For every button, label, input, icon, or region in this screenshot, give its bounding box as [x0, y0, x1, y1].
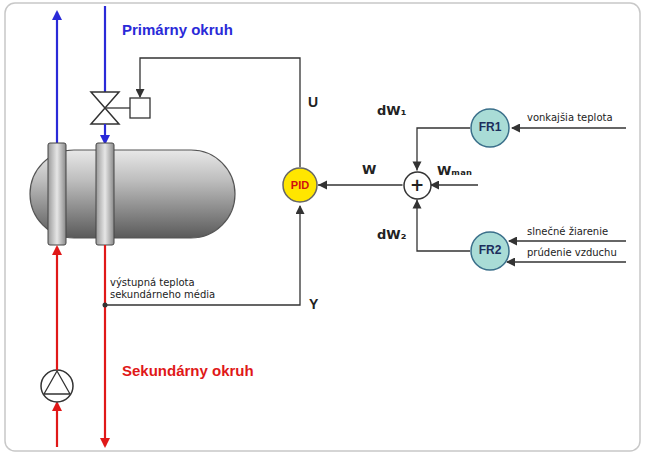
secondary-pipe-in — [56, 403, 58, 447]
signal-name: W — [362, 163, 376, 178]
pid-controller: PID — [282, 167, 318, 203]
input-line — [507, 261, 626, 262]
summing-junction: + — [403, 171, 432, 200]
input-line — [509, 240, 626, 241]
circuit-label: Sekundárny okruh — [122, 362, 254, 379]
flange — [96, 143, 114, 245]
pump-symbol — [44, 371, 70, 394]
arrowhead — [413, 200, 422, 209]
node-circle — [471, 232, 509, 270]
primary-pipe-out — [56, 12, 58, 146]
arrowhead — [318, 181, 327, 190]
pump-symbol — [41, 370, 73, 402]
secondary-pipe-in — [56, 247, 58, 370]
signal-name: dW₁ — [377, 104, 406, 119]
function-block: FR1 — [470, 108, 510, 148]
feedback-line — [105, 206, 300, 305]
signal-name: U — [308, 94, 318, 110]
connector-line — [318, 184, 403, 185]
input-label: prúdenie vzduchu — [527, 247, 617, 259]
node-text: + — [410, 176, 424, 195]
input-label: vonkajšia teplota — [527, 112, 613, 124]
node-text: FR2 — [479, 244, 502, 257]
signal-name: Y — [309, 296, 318, 312]
node-circle — [283, 168, 317, 202]
flange — [48, 143, 66, 245]
control-signal-line — [140, 58, 300, 167]
signal-connector — [318, 181, 403, 190]
valve-actuator — [130, 98, 150, 118]
setpoint-line — [431, 184, 478, 185]
valve-stem — [105, 107, 130, 108]
circuit-label: Primárny okruh — [122, 21, 233, 38]
primary-pipe-in — [104, 6, 106, 92]
connector-line — [417, 200, 470, 252]
signal-connector — [413, 200, 471, 252]
function-block: FR2 — [470, 231, 510, 271]
arrowhead — [413, 162, 422, 171]
node-circle — [471, 109, 509, 147]
primary-pipe-in — [104, 124, 106, 143]
input-line — [512, 127, 626, 128]
signal-name: dW₂ — [377, 228, 406, 243]
node-text: PID — [291, 179, 309, 191]
node-circle — [404, 172, 431, 199]
input-label: slnečné žiarenie — [527, 226, 608, 238]
signal-name: Wₘₐₙ — [437, 164, 472, 179]
node-text: FR1 — [479, 121, 502, 134]
secondary-pipe-out — [104, 245, 106, 446]
frame — [5, 3, 640, 451]
signal-note: výstupná teplota sekundárneho média — [110, 277, 240, 300]
